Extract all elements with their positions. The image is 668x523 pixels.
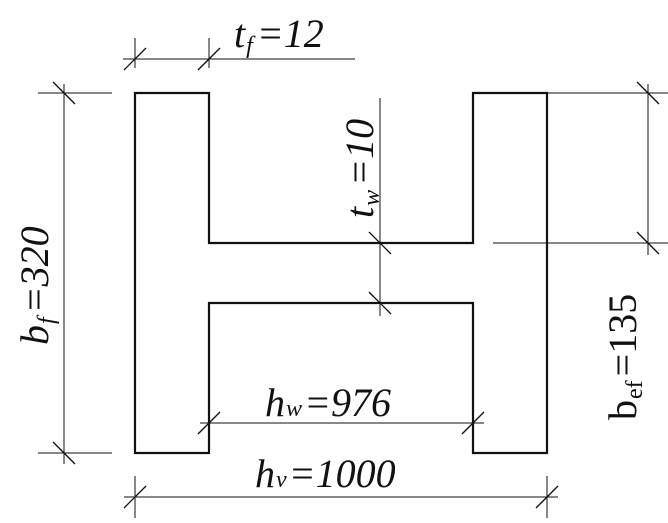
bf-label: bf=320 xyxy=(12,226,60,345)
tf-dimension xyxy=(123,38,355,71)
tw-label: tw=10 xyxy=(337,119,385,218)
hw-dimension xyxy=(197,411,485,435)
bef-dimension xyxy=(493,81,668,255)
hw-label: hw=976 xyxy=(265,380,391,425)
hv-dimension xyxy=(123,476,559,518)
bf-dimension xyxy=(38,81,112,465)
bef-label: bef=135 xyxy=(600,294,648,420)
tw-dimension xyxy=(368,98,392,316)
tf-label: tf=12 xyxy=(234,11,324,59)
section-outline xyxy=(133,91,549,455)
hv-label: hv=1000 xyxy=(255,451,396,496)
